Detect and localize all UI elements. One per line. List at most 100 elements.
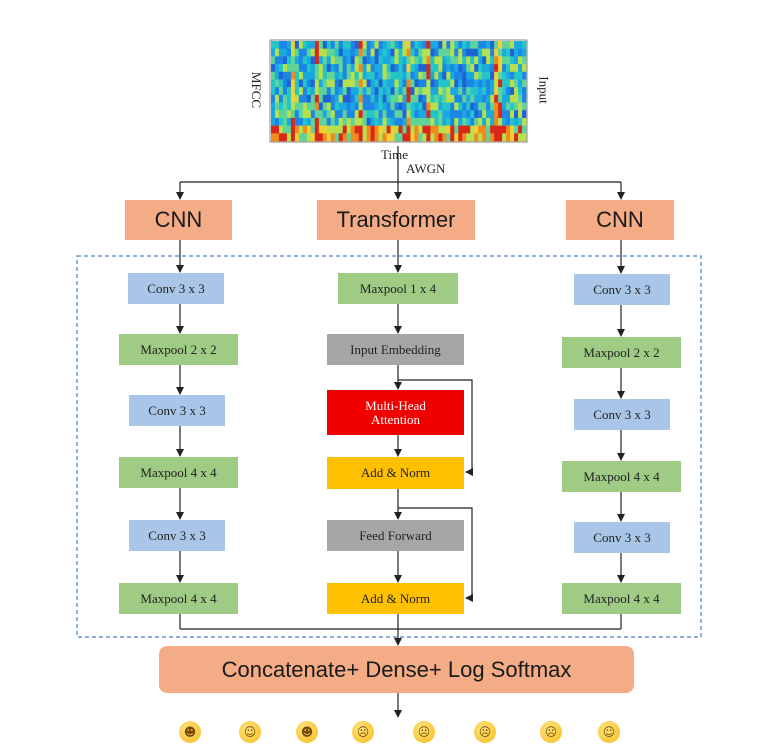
spectrogram-cell xyxy=(354,87,359,96)
spectrogram-cell xyxy=(470,102,475,111)
spectrogram-cell xyxy=(282,102,288,111)
spectrogram-cell xyxy=(366,64,371,73)
spectrogram-cell xyxy=(466,110,471,119)
spectrogram-cell xyxy=(514,117,519,126)
spectrogram-cell xyxy=(478,56,483,65)
spectrogram-cell xyxy=(458,133,463,142)
spectrogram-cell xyxy=(438,125,443,134)
spectrogram-cell xyxy=(294,133,300,142)
spectrogram-cell xyxy=(314,94,320,103)
spectrogram-cell xyxy=(518,102,523,111)
spectrogram-cell xyxy=(422,94,427,103)
spectrogram-cell xyxy=(394,94,399,103)
spectrogram-cell xyxy=(366,48,371,57)
spectrogram-cell xyxy=(514,41,519,49)
spectrogram-cell xyxy=(366,56,371,65)
spectrogram-cell xyxy=(442,133,447,142)
spectrogram-cell xyxy=(282,117,288,126)
spectrogram-cell xyxy=(510,56,515,65)
spectrogram-cell xyxy=(354,125,359,134)
spectrogram-cell xyxy=(338,87,344,96)
spectrogram-cell xyxy=(378,48,383,57)
spectrogram-cell xyxy=(398,102,403,111)
spectrogram-cell xyxy=(290,110,296,119)
spectrogram-cell xyxy=(326,117,332,126)
spectrogram-cell xyxy=(486,79,491,88)
spectrogram-cell xyxy=(306,48,312,57)
spectrogram-cell xyxy=(278,117,284,126)
spectrogram-cell xyxy=(290,48,296,57)
spectrogram-cell xyxy=(486,110,491,119)
spectrogram-cell xyxy=(310,79,316,88)
spectrogram-cell xyxy=(382,41,387,49)
spectrogram-cell xyxy=(418,79,423,88)
spectrogram-cell xyxy=(434,110,439,119)
spectrogram-cell xyxy=(334,48,340,57)
spectrogram-cell xyxy=(342,117,347,126)
spectrogram-cell xyxy=(426,102,431,111)
spectrogram-cell xyxy=(498,133,503,142)
spectrogram-cell xyxy=(298,79,304,88)
spectrogram-cell xyxy=(386,56,391,65)
spectrogram-cell xyxy=(390,48,395,57)
spectrogram-cell xyxy=(378,117,383,126)
spectrogram-cell xyxy=(382,56,387,65)
spectrogram-cell xyxy=(446,102,451,111)
spectrogram-cell xyxy=(358,125,363,134)
spectrogram-cell xyxy=(271,110,276,119)
spectrogram-cell xyxy=(318,79,324,88)
spectrogram-cell xyxy=(494,41,499,49)
spectrogram-cell xyxy=(418,102,423,111)
spectrogram-cell xyxy=(478,125,483,134)
spectrogram-cell xyxy=(406,71,411,80)
spectrogram-cell xyxy=(346,133,351,142)
spectrogram-cell xyxy=(394,48,399,57)
spectrogram-cell xyxy=(362,125,367,134)
spectrogram-cell xyxy=(314,133,320,142)
spectrogram-cell xyxy=(466,94,471,103)
spectrogram-cell xyxy=(382,71,387,80)
spectrogram-cell xyxy=(522,125,527,134)
spectrogram-cell xyxy=(278,56,284,65)
spectrogram-cell xyxy=(314,117,320,126)
spectrogram-cell xyxy=(322,87,328,96)
spectrogram-cell xyxy=(374,64,379,73)
spectrogram-cell xyxy=(278,94,284,103)
spectrogram-cell xyxy=(342,87,347,96)
spectrogram-cell xyxy=(274,102,280,111)
spectrogram-cell xyxy=(418,64,423,73)
spectrogram-cell xyxy=(450,133,455,142)
spectrogram-cell xyxy=(418,48,423,57)
spectrogram-cell xyxy=(426,87,431,96)
spectrogram-cell xyxy=(498,48,503,57)
spectrogram-cell xyxy=(290,94,296,103)
spectrogram-cell xyxy=(402,117,407,126)
spectrogram-cell xyxy=(310,133,316,142)
spectrogram-cell xyxy=(370,48,375,57)
spectrogram-cell xyxy=(346,64,351,73)
spectrogram-cell xyxy=(318,87,324,96)
spectrogram-cell xyxy=(446,87,451,96)
spectrogram-cell xyxy=(378,71,383,80)
spectrogram-cell xyxy=(390,64,395,73)
left-maxpool-3: Maxpool 4 x 4 xyxy=(119,583,238,614)
spectrogram-cell xyxy=(294,94,300,103)
spectrogram-cell xyxy=(450,48,455,57)
spectrogram-cell xyxy=(522,79,527,88)
spectrogram-cell xyxy=(370,41,375,49)
spectrogram-cell xyxy=(506,102,511,111)
spectrogram-cell xyxy=(346,94,351,103)
spectrogram-cell xyxy=(470,87,475,96)
spectrogram-cell xyxy=(334,56,340,65)
spectrogram-cell xyxy=(410,56,415,65)
spectrogram-cell xyxy=(286,110,292,119)
spectrogram-cell xyxy=(278,87,284,96)
spectrogram-cell xyxy=(454,117,459,126)
input-label: Input xyxy=(536,76,552,104)
spectrogram-cell xyxy=(290,41,296,49)
right-conv-1: Conv 3 x 3 xyxy=(574,274,670,305)
spectrogram-cell xyxy=(510,94,515,103)
spectrogram-cell xyxy=(338,110,344,119)
spectrogram-cell xyxy=(470,56,475,65)
spectrogram-cell xyxy=(486,133,491,142)
